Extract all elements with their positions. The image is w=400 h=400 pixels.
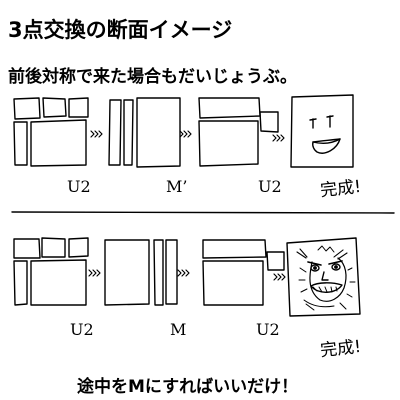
- row1-move-1: U2: [67, 177, 91, 196]
- row2-state1-section: [13, 237, 89, 306]
- row1-state1-section: [13, 97, 89, 167]
- row1-move-2: M’: [166, 177, 188, 196]
- row2-move-1: U2: [70, 320, 94, 339]
- row2-state3-section: [202, 239, 285, 306]
- row1-solved-face: [290, 94, 354, 168]
- divider: [11, 210, 395, 214]
- row2-move-2: M: [170, 320, 187, 339]
- row1-arrow3: [272, 134, 285, 142]
- row1-state2-section: [108, 97, 181, 168]
- row2-solved-face: [286, 237, 361, 317]
- page-subtitle: 前後対称で来た場合もだいじょうぶ。: [8, 67, 297, 87]
- row2-arrow3: [273, 273, 286, 281]
- row2-done-label: 完成!: [319, 336, 363, 362]
- row2-state2-section: [104, 239, 178, 306]
- row2-arrow2: [177, 269, 190, 277]
- footer-note: 途中をMにすればいいだけ！: [77, 377, 299, 397]
- page-title: 3点交換の断面イメージ: [8, 18, 233, 42]
- row2-arrow1: [88, 269, 101, 277]
- row1-done-label: 完成!: [319, 176, 363, 202]
- row1-move-3: U2: [258, 177, 282, 196]
- row1-arrow1: [90, 130, 103, 138]
- row1-state3-section: [198, 97, 279, 167]
- row2-move-3: U2: [256, 320, 280, 339]
- row1-arrow2: [179, 130, 192, 138]
